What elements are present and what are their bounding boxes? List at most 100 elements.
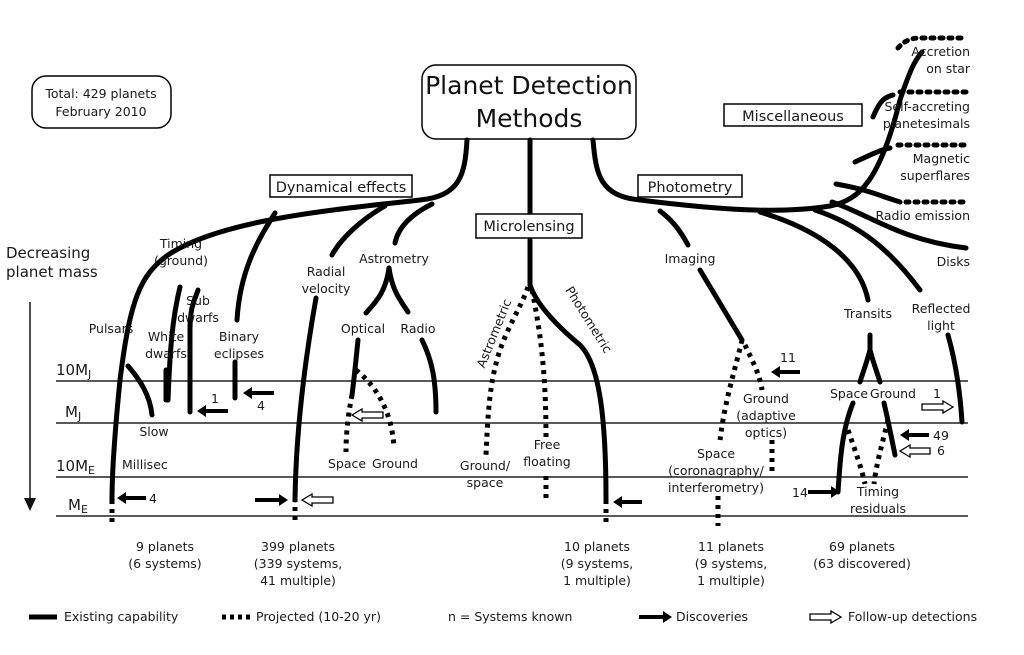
arrow-astrometry-followup-icon — [350, 407, 384, 423]
arrow-binary-icon — [243, 387, 274, 399]
label-sub: Sub — [186, 293, 210, 308]
count-imaging: 11 — [780, 350, 796, 365]
category-box-misc — [723, 103, 863, 127]
label-ao-ground: Ground — [743, 391, 789, 406]
count-pulsars: 4 — [149, 491, 157, 506]
branch-transits-ground — [867, 347, 883, 385]
branch-optical — [363, 265, 392, 316]
label-free: Free — [534, 437, 561, 452]
label-ao-optics: optics) — [745, 425, 787, 440]
label-white: White — [148, 329, 185, 344]
label-disks: Disks — [937, 254, 970, 269]
label-astrometric: Astrometric — [473, 297, 514, 370]
svg-text:(9 systems,: (9 systems, — [561, 556, 633, 571]
mass-label-10me: 10ME — [56, 457, 95, 477]
branch-transits-top — [757, 209, 871, 303]
arrow-pulsars-icon — [117, 492, 146, 504]
mass-label-10mj: 10MJ — [56, 361, 91, 381]
branch-disks — [829, 199, 969, 251]
branch-photometry-misc — [590, 49, 925, 213]
category-box-microlensing — [475, 213, 583, 239]
legend-followup-arrow-icon — [809, 609, 843, 625]
mass-label-me: ME — [68, 496, 88, 516]
label-white-dwarfs: dwarfs — [145, 346, 187, 361]
svg-text:10 planets: 10 planets — [564, 539, 630, 554]
arrow-radial-followup-icon — [300, 492, 334, 508]
branch-transits-space — [857, 332, 873, 385]
branch-optical-lower — [349, 337, 361, 398]
label-timing-ground: (ground) — [154, 253, 208, 268]
title-line1: Planet Detection — [425, 71, 633, 100]
total-box — [31, 75, 172, 129]
label-superflares: superflares — [900, 168, 970, 183]
category-box-photometry — [637, 174, 743, 198]
total-imaging: 11 planets (9 systems, 1 multiple) — [695, 539, 767, 588]
label-floating: floating — [523, 454, 570, 469]
label-astrometry: Astrometry — [359, 251, 429, 266]
legend-n-systems: n = Systems known — [448, 609, 572, 624]
branch-radio-top — [386, 265, 411, 315]
branch-astrometry-ground — [354, 368, 397, 449]
label-timing-res: Timing — [856, 484, 899, 499]
total-line2: February 2010 — [55, 104, 146, 119]
label-cor-interferometry: interferometry) — [668, 480, 764, 495]
legend-discoveries-arrow-icon — [639, 611, 672, 623]
svg-text:(6 systems): (6 systems) — [128, 556, 201, 571]
label-binary: Binary — [219, 329, 260, 344]
branch-imaging-top — [657, 208, 691, 248]
label-ground-space: Ground/ — [460, 458, 511, 473]
label-radial-velocity: velocity — [302, 281, 351, 296]
svg-text:(63 discovered): (63 discovered) — [813, 556, 911, 571]
branch-transits-ground-lower — [881, 400, 898, 458]
total-microlensing: 10 planets (9 systems, 1 multiple) — [561, 539, 633, 588]
branch-timing-residuals-right — [871, 419, 891, 485]
branch-timing-residuals-left — [845, 429, 868, 485]
category-photometry: Photometry — [648, 180, 733, 196]
svg-text:399 planets: 399 planets — [261, 539, 335, 554]
label-timing: Timing — [159, 236, 202, 251]
category-box-dynamical — [269, 174, 413, 198]
label-binary-eclipses: eclipses — [214, 346, 264, 361]
label-slow: Slow — [139, 424, 168, 439]
count-transit-space: 14 — [792, 485, 808, 500]
label-astrometry-ground: Ground — [372, 456, 418, 471]
label-transits: Transits — [843, 306, 892, 321]
branch-binary-top — [234, 210, 278, 323]
label-cor-coronagraphy: (coronagraphy/ — [668, 463, 764, 478]
count-transit-ground: 49 — [933, 428, 949, 443]
axis-label-line2: planet mass — [6, 263, 98, 281]
branch-reflected-top — [812, 207, 923, 293]
branch-radio-emission — [833, 181, 903, 205]
legend-existing: Existing capability — [64, 609, 179, 624]
label-radio: Radio — [400, 321, 435, 336]
label-reflected: Reflected — [912, 301, 971, 316]
legend-discoveries: Discoveries — [676, 609, 748, 624]
arrow-transit-ground-followup-icon — [898, 443, 931, 459]
svg-text:1 multiple): 1 multiple) — [563, 573, 631, 588]
branch-photometric — [527, 237, 609, 503]
branch-accretion-projected — [895, 35, 969, 51]
count-reflected: 1 — [933, 386, 941, 401]
legend-projected: Projected (10-20 yr) — [256, 609, 381, 624]
category-dynamical: Dynamical effects — [276, 180, 407, 196]
branch-dynamical-pulsars — [109, 137, 470, 503]
svg-text:(9 systems,: (9 systems, — [695, 556, 767, 571]
svg-text:41 multiple): 41 multiple) — [260, 573, 336, 588]
svg-text:(339 systems,: (339 systems, — [254, 556, 342, 571]
branch-white-dwarfs-top — [165, 284, 183, 403]
axis-label-line1: Decreasing — [6, 244, 90, 262]
arrow-radial-discovery-icon — [255, 494, 288, 506]
branch-slow-pulsars — [125, 363, 155, 418]
mass-label-mj: MJ — [65, 403, 81, 423]
label-transits-space: Space — [830, 386, 868, 401]
svg-text:9 planets: 9 planets — [136, 539, 194, 554]
branch-free-floating — [529, 289, 549, 438]
legend: Existing capability Projected (10-20 yr)… — [29, 609, 977, 625]
arrow-sub-dwarfs-icon — [197, 405, 228, 417]
branch-imaging-space — [717, 339, 745, 441]
label-pulsars: Pulsars — [89, 321, 134, 336]
arrow-microlensing-icon — [613, 496, 642, 508]
branch-transits-space-lower — [835, 400, 856, 495]
label-ao-adaptive: (adaptive — [736, 408, 796, 423]
